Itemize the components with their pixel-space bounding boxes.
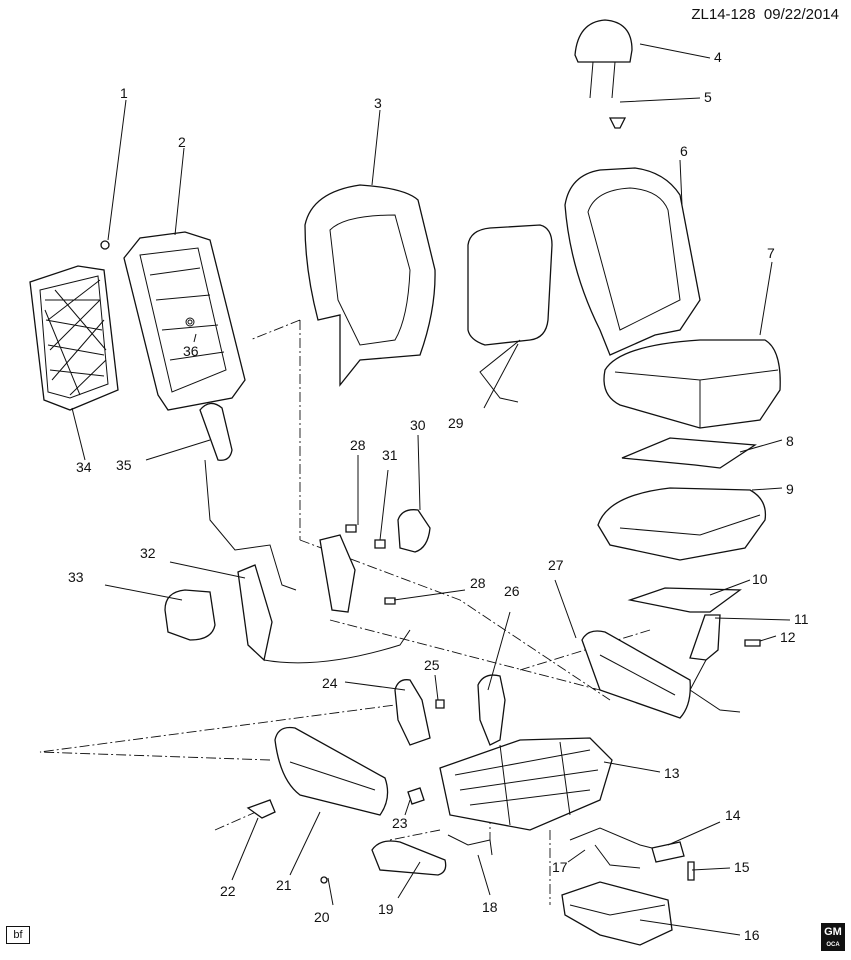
part-32-recliner-left [237, 564, 273, 662]
callout-21: 21 [276, 877, 292, 893]
recliner-right [319, 534, 356, 613]
part-19-trim [371, 840, 447, 876]
callout-11: 11 [794, 611, 809, 627]
callout-19: 19 [378, 901, 394, 917]
part-36-fastener [187, 319, 193, 325]
part-21-outer-shield [274, 726, 389, 816]
part-7-cushion-cover [603, 339, 781, 429]
part-16-storage-tray [561, 881, 673, 946]
callout-30: 30 [410, 417, 426, 433]
part-15-bolt [687, 861, 695, 881]
callout-18: 18 [482, 899, 498, 915]
callout-22: 22 [220, 883, 236, 899]
part-3-back-pad [304, 184, 436, 387]
callout-31: 31 [382, 447, 398, 463]
callout-9: 9 [786, 481, 794, 497]
footer-box-label: bf [6, 926, 30, 944]
callout-28a: 28 [350, 437, 366, 453]
part-5-headrest-guide [608, 117, 627, 129]
callout-14: 14 [725, 807, 741, 823]
part-6-back-cover [564, 167, 701, 356]
callout-35: 35 [116, 457, 132, 473]
callout-36: 36 [183, 343, 199, 359]
part-2-seat-back-frame [123, 231, 246, 411]
part-11-seat-belt-buckle [689, 614, 741, 713]
part-10-heater-pad [627, 587, 742, 613]
callout-20: 20 [314, 909, 330, 925]
part-27-side-shield [581, 630, 691, 719]
gm-logo-text: GM [824, 926, 842, 938]
doc-date: 09/22/2014 [763, 6, 839, 23]
callout-2: 2 [178, 134, 186, 150]
part-31-bolt [374, 539, 386, 549]
callout-6: 6 [680, 143, 688, 159]
callout-27: 27 [548, 557, 564, 573]
part-17-wiring-harness [569, 827, 661, 869]
part-28-bolt-upper [345, 524, 357, 533]
gm-logo-sub: OCA [826, 942, 840, 948]
part-26-cover [477, 674, 506, 746]
part-29-back-panel [467, 224, 553, 403]
callout-8: 8 [786, 433, 794, 449]
doc-code: ZL14-128 [691, 6, 756, 23]
callout-3: 3 [374, 95, 382, 111]
part-22-clip [246, 799, 276, 819]
callout-10: 10 [752, 571, 768, 587]
callout-12: 12 [780, 629, 796, 645]
callout-26: 26 [504, 583, 520, 599]
part-23-fastener [407, 787, 425, 805]
callout-5: 5 [704, 89, 712, 105]
part-18-wire-bracket [447, 834, 493, 856]
callout-34: 34 [76, 459, 92, 475]
callout-7: 7 [767, 245, 775, 261]
part-35-lumbar-support [199, 402, 297, 591]
part-34-back-panel [29, 265, 119, 411]
callout-4: 4 [714, 49, 722, 65]
callout-29: 29 [448, 415, 464, 431]
callout-24: 24 [322, 675, 338, 691]
callout-16: 16 [744, 927, 760, 943]
part-12-bolt [744, 639, 761, 647]
callout-15: 15 [734, 859, 750, 875]
part-13-seat-adjuster [439, 737, 613, 831]
part-9-cushion [597, 487, 767, 561]
part-20-screw [320, 876, 328, 884]
callout-28b: 28 [470, 575, 486, 591]
part-30-recliner-cover [397, 509, 431, 553]
diagram-header: ZL14-128 09/22/2014 [691, 6, 839, 23]
callout-32: 32 [140, 545, 156, 561]
part-1-clip [100, 240, 110, 250]
part-24-bracket [394, 679, 431, 746]
callout-33: 33 [68, 569, 84, 585]
part-8-cushion-pad [621, 437, 757, 469]
callout-25: 25 [424, 657, 440, 673]
part-4-headrest [574, 19, 633, 99]
callout-17: 17 [552, 859, 568, 875]
gm-logo: GM OCA [821, 923, 845, 951]
part-25-bolt [435, 699, 445, 709]
callout-23: 23 [392, 815, 408, 831]
callout-1: 1 [120, 85, 128, 101]
part-28-bolt-lower [384, 597, 396, 605]
callout-13: 13 [664, 765, 680, 781]
part-33-recliner-cover [164, 589, 216, 641]
